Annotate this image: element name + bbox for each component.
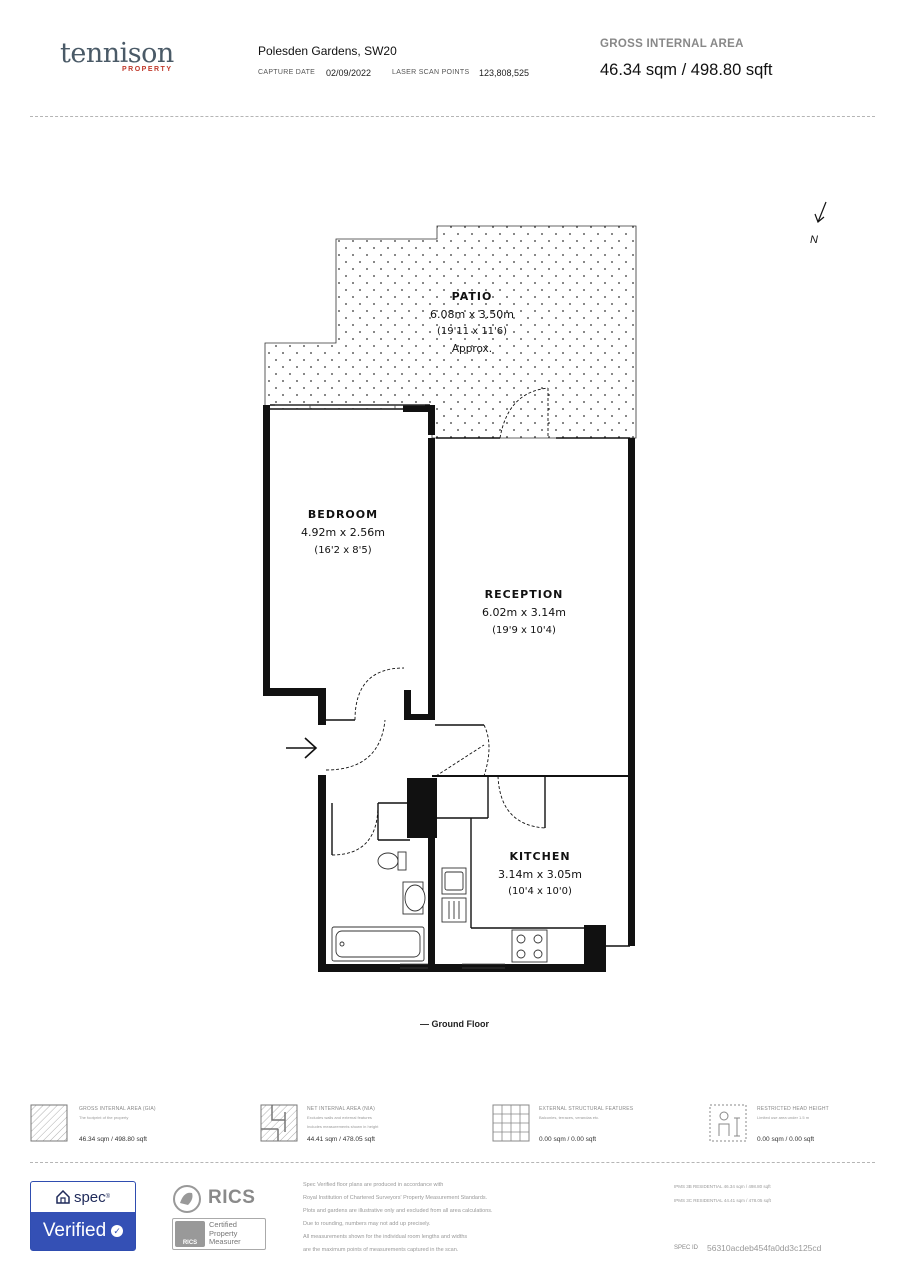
legend-desc-2: Includes measurements shown in height (307, 1124, 379, 1129)
capture-date: 02/09/2022 (326, 68, 372, 78)
windows (275, 404, 505, 969)
room-name: KITCHEN (509, 850, 570, 863)
disclaimer-line: Royal Institution of Chartered Surveyors… (303, 1195, 488, 1201)
compass-label: N (810, 234, 818, 246)
disclaimer: Spec Verified floor plans are produced i… (303, 1179, 583, 1257)
spec-brand: spec® (31, 1182, 135, 1212)
header-divider (30, 116, 875, 117)
legend-title: GROSS INTERNAL AREA (GIA) (79, 1106, 156, 1112)
bathroom-fixtures (331, 851, 426, 962)
room-bedroom: BEDROOM 4.92m x 2.56m (16'2 x 8'5) (301, 508, 385, 556)
disclaimer-line: Spec Verified floor plans are produced i… (303, 1182, 444, 1188)
room-size: 4.92m x 2.56m (301, 526, 385, 539)
room-name: PATIO (452, 290, 493, 303)
legend-desc: Limited use area under 1.5 m (757, 1115, 810, 1120)
rics-certified-badge: RICS Certified Property Measurer (172, 1218, 266, 1250)
room-size: 6.08m x 3.50m (430, 308, 514, 321)
disclaimer-line: Plots and gardens are illustrative only … (303, 1208, 493, 1214)
legend-value: 0.00 sqm / 0.00 sqft (539, 1136, 597, 1143)
spec-verified-text: Verified (42, 1220, 107, 1241)
compass-icon (814, 201, 827, 224)
rics-lion-icon (173, 1185, 201, 1213)
room-name: BEDROOM (308, 508, 378, 521)
disclaimer-line: All measurements shown for the individua… (303, 1234, 468, 1240)
room-size-imperial: (16'2 x 8'5) (314, 545, 371, 556)
scan-points: 123,808,525 (479, 68, 530, 78)
rics-cert-text: Certified Property Measurer (209, 1220, 241, 1247)
hatched-plan-icon (260, 1104, 298, 1142)
spec-id-label: SPEC ID (674, 1245, 699, 1251)
legend-value: 0.00 sqm / 0.00 sqft (757, 1136, 815, 1143)
gia-label: GROSS INTERNAL AREA (600, 38, 744, 50)
hatched-square-icon (30, 1104, 68, 1142)
rics-logo: RICS (208, 1187, 256, 1208)
rics-cert-line: Property (209, 1228, 238, 1238)
floor-label: — Ground Floor (420, 1019, 489, 1029)
company-logo: tennison (60, 38, 174, 69)
walls (263, 405, 635, 972)
door-swings (325, 387, 549, 856)
footer-divider (30, 1162, 875, 1163)
legend-value: 46.34 sqm / 498.80 sqft (79, 1136, 147, 1143)
room-kitchen: KITCHEN 3.14m x 3.05m (10'4 x 10'0) (498, 850, 582, 897)
basin (404, 884, 426, 912)
ipms-residential: IPMS 3B RESIDENTIAL 46.34 sqm / 498.80 s… (674, 1184, 771, 1189)
scan-points-label: LASER SCAN POINTS (392, 69, 470, 76)
legend-title: NET INTERNAL AREA (NIA) (307, 1106, 375, 1112)
kitchen-fixtures (441, 867, 548, 963)
rics-cert-line: Measurer (209, 1237, 241, 1246)
room-name: RECEPTION (485, 588, 564, 601)
spec-brand-text: spec (73, 1188, 106, 1206)
ipms-3c: IPMS 3C RESIDENTIAL 44.41 sqm / 478.05 s… (674, 1198, 771, 1203)
legend-title: RESTRICTED HEAD HEIGHT (757, 1106, 829, 1112)
rics-small-logo: RICS (175, 1221, 205, 1247)
gia-value: 46.34 sqm / 498.80 sqft (600, 61, 773, 79)
entrance-arrow-icon (286, 737, 318, 759)
rics-cert-line: Certified (209, 1220, 237, 1229)
legend-desc: Excludes walls and external features (307, 1115, 372, 1120)
capture-date-label: CAPTURE DATE (258, 69, 316, 76)
room-note: Approx. (452, 343, 492, 355)
house-icon (56, 1190, 70, 1204)
legend-value: 44.41 sqm / 478.05 sqft (307, 1136, 375, 1143)
disclaimer-line: are the maximum points of measurements c… (303, 1247, 459, 1253)
toilet (377, 852, 399, 870)
room-patio: PATIO 6.08m x 3.50m (19'11 x 11'6) Appro… (430, 290, 514, 355)
legend-title: EXTERNAL STRUCTURAL FEATURES (539, 1106, 634, 1112)
legend-desc: The footprint of the property (79, 1115, 129, 1120)
company-logo-subtitle: PROPERTY (122, 66, 173, 73)
grid-icon (492, 1104, 530, 1142)
floor-plan: N PATIO 6.08m x 3.50m (19'11 x 11'6) App… (263, 201, 827, 972)
property-address: Polesden Gardens, SW20 (258, 44, 397, 58)
hob (511, 929, 548, 963)
room-size: 6.02m x 3.14m (482, 606, 566, 619)
room-reception: RECEPTION 6.02m x 3.14m (19'9 x 10'4) (482, 588, 566, 636)
person-icon (709, 1104, 747, 1142)
room-size-imperial: (19'9 x 10'4) (492, 625, 556, 636)
legend-desc: Balconies, terraces, verandas etc. (539, 1115, 600, 1120)
spec-verified-badge: spec® Verified ✓ (30, 1181, 136, 1251)
check-circle-icon: ✓ (111, 1225, 124, 1237)
spec-id: 56310acdeb454fa0dd3c125cd (707, 1243, 822, 1253)
room-size-imperial: (10'4 x 10'0) (508, 886, 572, 897)
room-size-imperial: (19'11 x 11'6) (437, 326, 507, 337)
room-size: 3.14m x 3.05m (498, 868, 582, 881)
disclaimer-line: Due to rounding, numbers may not add up … (303, 1221, 431, 1227)
